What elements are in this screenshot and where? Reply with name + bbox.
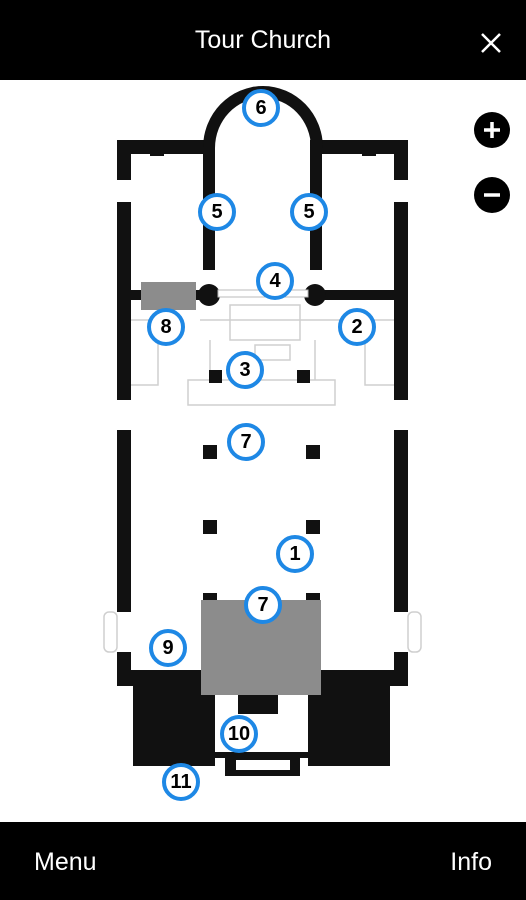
tour-stop-7-lower[interactable]: 7 [244,586,282,624]
tour-stop-10[interactable]: 10 [220,715,258,753]
close-icon[interactable] [476,28,506,58]
zoom-out-button[interactable] [474,177,510,213]
tour-stop-2[interactable]: 2 [338,308,376,346]
tour-stop-9[interactable]: 9 [149,629,187,667]
tour-stop-6[interactable]: 6 [242,89,280,127]
tour-stop-8[interactable]: 8 [147,308,185,346]
bottom-bar [0,822,526,900]
tour-stop-3[interactable]: 3 [226,351,264,389]
plus-icon [484,122,500,138]
minus-icon [484,193,500,197]
church-floor-plan [103,86,422,776]
top-bar [0,0,526,80]
page-title: Tour Church [194,26,332,54]
tour-stop-5-right[interactable]: 5 [290,193,328,231]
tour-stop-11[interactable]: 11 [162,763,200,801]
tour-stop-5-left[interactable]: 5 [198,193,236,231]
menu-button[interactable]: Menu [34,848,97,876]
zoom-in-button[interactable] [474,112,510,148]
tour-stop-1[interactable]: 1 [276,535,314,573]
info-button[interactable]: Info [450,848,492,876]
tour-stop-4[interactable]: 4 [256,262,294,300]
tour-stop-7-upper[interactable]: 7 [227,423,265,461]
